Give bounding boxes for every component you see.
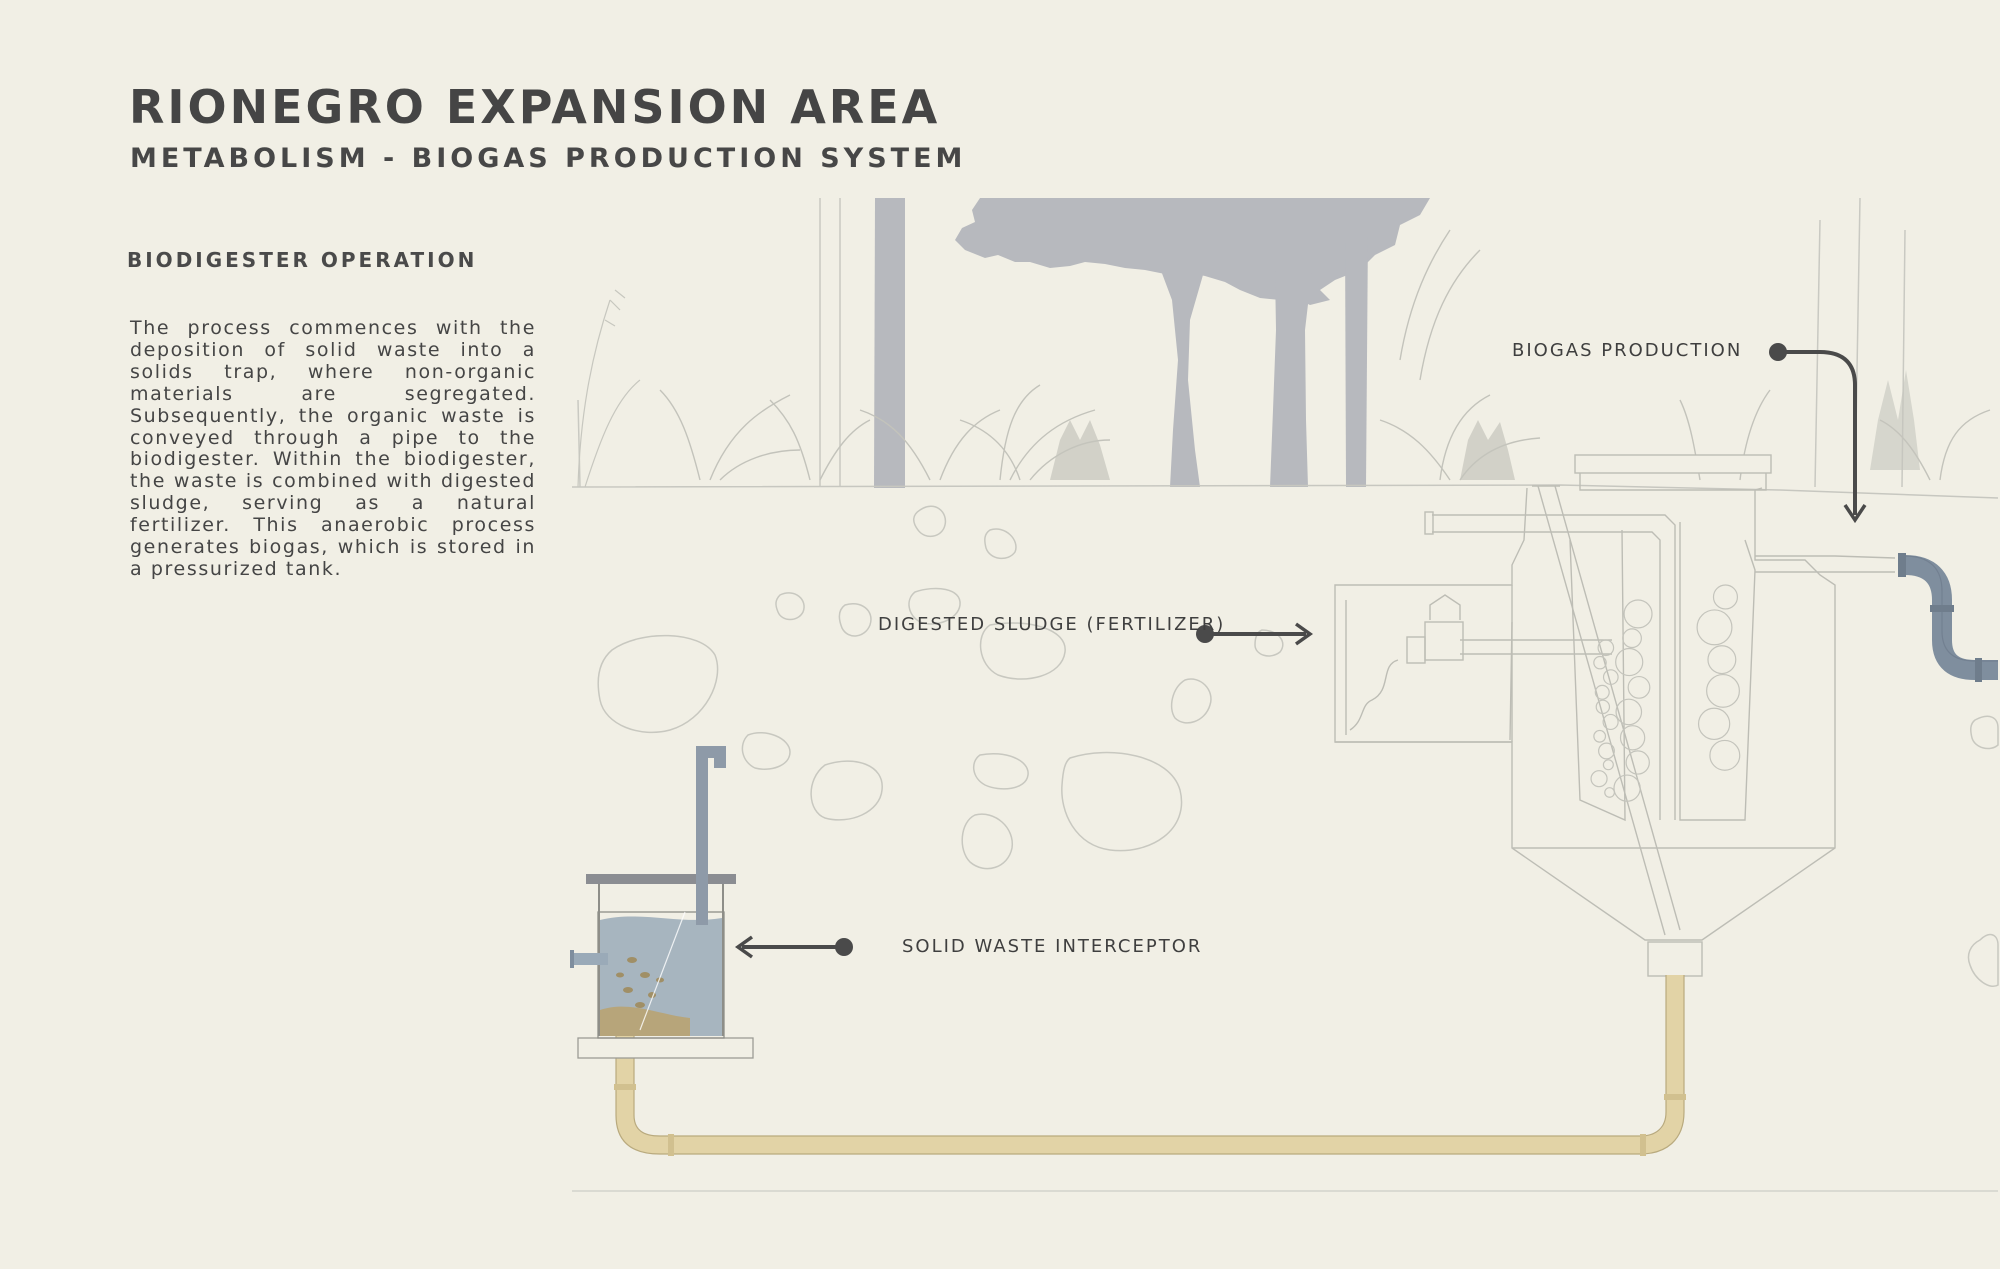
filter-media-circle	[1615, 647, 1644, 677]
filter-media-circle	[1625, 750, 1650, 775]
filter-media-circle	[1622, 628, 1642, 649]
biogas-callout-arrow	[1778, 350, 1857, 515]
filter-media-circle	[1597, 639, 1615, 657]
filter-media-circle	[1623, 599, 1653, 629]
tree-trunk	[1160, 268, 1205, 487]
solid-waste-interceptor-label: SOLID WASTE INTERCEPTOR	[902, 936, 1203, 957]
soil-rocks	[597, 505, 1999, 987]
interceptor-tank	[570, 746, 754, 1059]
filter-media-circle	[1590, 770, 1608, 788]
filter-media-circle	[1594, 684, 1610, 700]
digested-sludge-label: DIGESTED SLUDGE (FERTILIZER)	[878, 614, 1226, 635]
filter-media-circle	[1613, 774, 1641, 802]
tree-trunk	[874, 198, 905, 488]
filter-media-circle	[1696, 609, 1733, 646]
biodigester-tank	[1334, 454, 1896, 977]
page-title: RIONEGRO EXPANSION AREA	[129, 80, 941, 134]
page-subtitle: METABOLISM - BIOGAS PRODUCTION SYSTEM	[130, 143, 967, 174]
tree-canopy	[955, 198, 1430, 305]
tree-trunk	[1270, 270, 1312, 487]
filter-media-circle	[1627, 675, 1651, 699]
filter-media-circle	[1595, 699, 1611, 715]
filter-media-circle	[1593, 655, 1607, 670]
biogas-outlet-pipe	[1898, 553, 1998, 682]
filter-media-circle	[1697, 707, 1731, 741]
filter-media-circle	[1602, 713, 1619, 731]
filter-media-circle	[1598, 742, 1615, 760]
section-heading: BIODIGESTER OPERATION	[127, 248, 478, 272]
filter-media-circle	[1593, 729, 1607, 743]
filter-media-circle	[1602, 759, 1614, 771]
filter-media-circle	[1615, 698, 1643, 726]
filter-media-circle	[1604, 787, 1615, 798]
tree-trunk	[1345, 230, 1368, 487]
biogas-production-label: BIOGAS PRODUCTION	[1512, 340, 1743, 361]
waste-pipe	[614, 975, 1686, 1156]
section-body: The process commences with the depositio…	[130, 317, 536, 580]
filter-media-circle	[1709, 739, 1741, 771]
callout-arrows	[734, 343, 1867, 959]
ground-line	[571, 484, 1999, 499]
filter-media	[1590, 584, 1741, 802]
filter-media-circle	[1706, 673, 1740, 708]
filter-media-circle	[1619, 725, 1646, 751]
filter-media-circle	[1707, 645, 1737, 675]
filter-media-circle	[1712, 584, 1739, 610]
vegetation-layer	[577, 197, 1991, 488]
filter-media-circle	[1602, 669, 1619, 685]
